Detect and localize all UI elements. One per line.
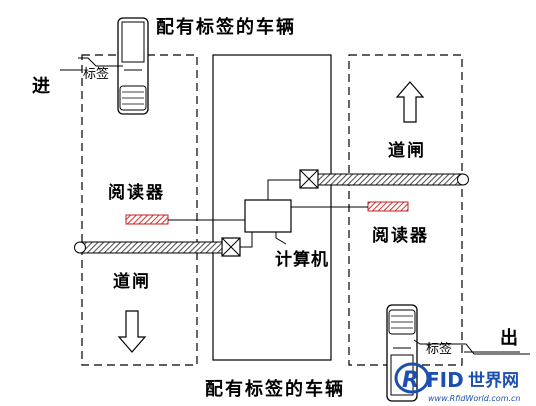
gate-right-arm-end <box>457 173 469 186</box>
arrow-up <box>395 81 425 123</box>
gate-right-arm <box>317 173 464 186</box>
computer-box <box>244 199 292 233</box>
vehicle-bottom <box>386 304 418 402</box>
exit-lane <box>348 54 463 366</box>
title-bottom: 配有标签的车辆 <box>205 378 345 400</box>
arrow-down <box>117 310 147 353</box>
tag-left-pointer <box>78 57 123 67</box>
title-top: 配有标签的车辆 <box>156 16 296 38</box>
tag-right-label: 标签 <box>426 341 452 357</box>
logo-r-glyph: R <box>402 368 419 393</box>
tag-left-label: 标签 <box>83 66 109 82</box>
gate-left-arm-end <box>74 241 86 254</box>
wire-computer-gate-left <box>240 232 253 248</box>
wire-computer-gate-right <box>267 179 300 200</box>
wire-computer-label <box>275 232 287 245</box>
tag-right-pointer <box>413 339 530 355</box>
entry-label: 进 <box>32 76 50 97</box>
gate-left-arm <box>79 241 223 254</box>
reader-right <box>367 201 409 212</box>
exit-label: 出 <box>500 327 518 349</box>
rfidworld-logo: R FID 世界网 www.RfidWorld.com.cn <box>394 362 521 403</box>
logo-brand-letters: FID <box>426 368 464 392</box>
logo-brand-cn: 世界网 <box>468 371 519 391</box>
logo-url: www.RfidWorld.com.cn <box>428 394 521 403</box>
gate-left-label: 道闸 <box>113 271 151 292</box>
reader-left-label: 阅读器 <box>108 182 165 203</box>
gate-right-label: 道闸 <box>388 140 426 161</box>
reader-right-label: 阅读器 <box>372 225 429 246</box>
computer-label: 计算机 <box>275 249 329 270</box>
reader-left <box>125 214 169 225</box>
